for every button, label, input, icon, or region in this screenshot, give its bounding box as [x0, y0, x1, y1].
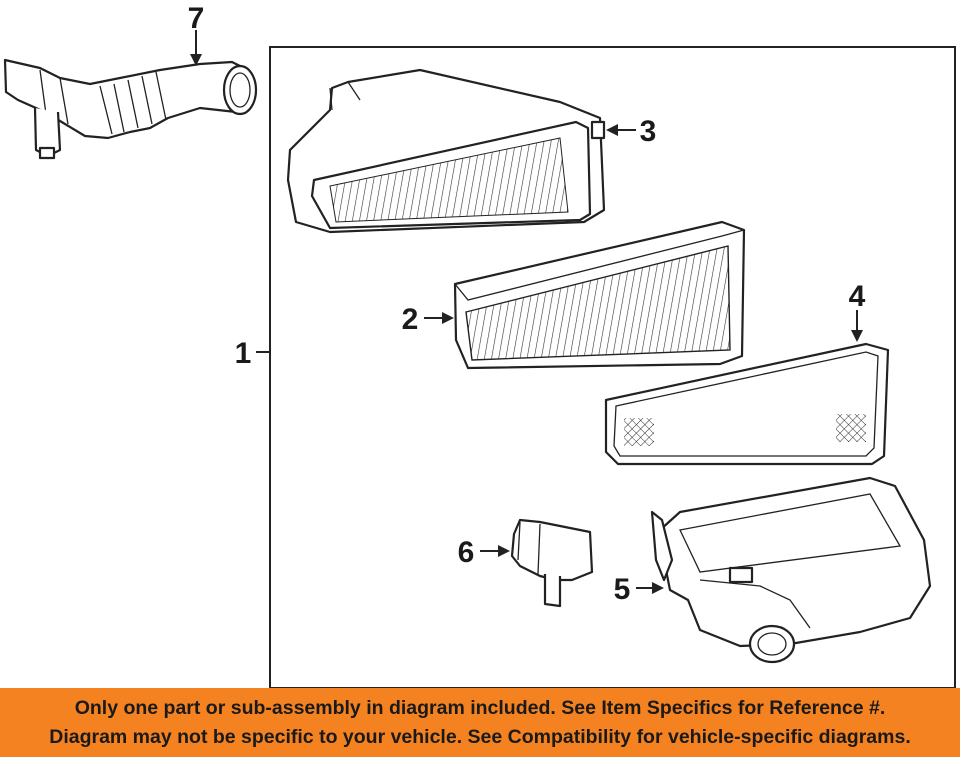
- leader-lines: [190, 30, 863, 594]
- callout-2: 2: [402, 303, 419, 336]
- callout-3: 3: [640, 115, 657, 148]
- lower-housing-part-5: [650, 476, 932, 664]
- callout-4: 4: [849, 280, 866, 313]
- callout-1: 1: [235, 337, 252, 370]
- callout-5: 5: [614, 573, 631, 606]
- parts-diagram: 7 3 2 4 1 6 5: [3, 2, 956, 688]
- seal-part-4: [604, 342, 890, 466]
- disclaimer-line-1: Only one part or sub-assembly in diagram…: [74, 697, 886, 719]
- callout-7: 7: [188, 2, 205, 35]
- intake-hose-part-7: [3, 58, 258, 160]
- callout-6: 6: [458, 536, 475, 569]
- disclaimer-banner: Only one part or sub-assembly in diagram…: [0, 688, 960, 757]
- disclaimer-line-2: Diagram may not be specific to your vehi…: [49, 726, 911, 748]
- upper-housing-part-3: [286, 68, 606, 234]
- airflow-sensor-part-6: [510, 518, 594, 608]
- assembly-frame: [269, 46, 956, 688]
- filter-element-part-2: [453, 220, 746, 370]
